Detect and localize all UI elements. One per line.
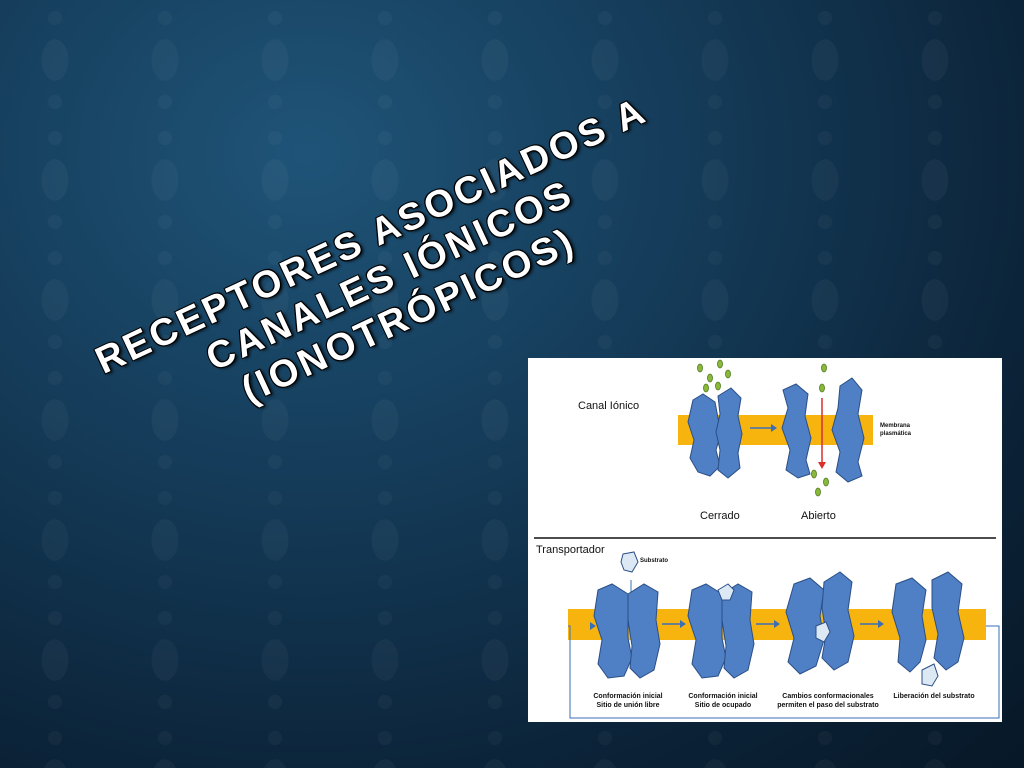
ions-open (811, 363, 829, 497)
transporter-section-label: Transportador (536, 544, 605, 556)
closed-channel-left (687, 393, 722, 477)
open-state-label: Abierto (801, 510, 836, 522)
step-caption-4: Liberación del substrato (886, 692, 982, 701)
step-arrowhead-1 (680, 620, 686, 628)
closed-state-label: Cerrado (700, 510, 740, 522)
transporter-2-left (687, 583, 727, 679)
step-caption-2-line-1: Conformación inicial (688, 693, 758, 700)
figure-drawing (534, 359, 1000, 719)
substrate-bound (717, 583, 735, 601)
membrane-label-2: plasmática (880, 431, 912, 437)
ions-closed (697, 359, 731, 393)
step-caption-3: Cambios conformacionales permiten el pas… (768, 692, 888, 710)
ion-flow-arrowhead (818, 462, 826, 469)
step-caption-1-line-1: Conformación inicial (593, 693, 663, 700)
transporter-2-right (721, 583, 755, 679)
transporter-1-right (627, 583, 661, 679)
channel-section-label: Canal Iónico (578, 400, 640, 412)
step-caption-1-line-2: Sitio de unión libre (596, 702, 660, 709)
transporter-3-right (821, 571, 855, 671)
membrane-label-1: Membrana (880, 423, 911, 429)
step-caption-4-line-1: Liberación del substrato (893, 693, 975, 700)
step-arrowhead-3 (878, 620, 884, 628)
step-caption-2-line-2: Sitio de ocupado (694, 702, 752, 709)
step-caption-3-line-1: Cambios conformacionales (782, 693, 874, 700)
transporter-3-left (785, 577, 825, 675)
step-arrowhead-2 (774, 620, 780, 628)
step-caption-2: Conformación inicial Sitio de ocupado (680, 692, 766, 710)
step-caption-3-line-2: permiten el paso del substrato (777, 702, 879, 709)
open-channel-right (831, 377, 865, 483)
step-caption-1: Conformación inicial Sitio de unión libr… (588, 692, 668, 710)
substrate-free (620, 551, 639, 573)
substrate-label: Substrato (640, 558, 669, 564)
cycle-loop-arrowhead (590, 622, 596, 630)
transporter-4-right (931, 571, 965, 671)
ion-channel-figure: Canal Iónico Membrana plasmática Cerrado… (528, 358, 1002, 722)
closed-channel-right (715, 387, 743, 479)
substrate-released (921, 663, 939, 687)
transition-arrowhead-top (771, 424, 777, 432)
cycle-loop-line (568, 625, 1000, 719)
transporter-1-left (593, 583, 633, 679)
open-channel-left (781, 383, 812, 479)
substrate-passing (815, 621, 831, 643)
transporter-4-left (891, 577, 927, 673)
